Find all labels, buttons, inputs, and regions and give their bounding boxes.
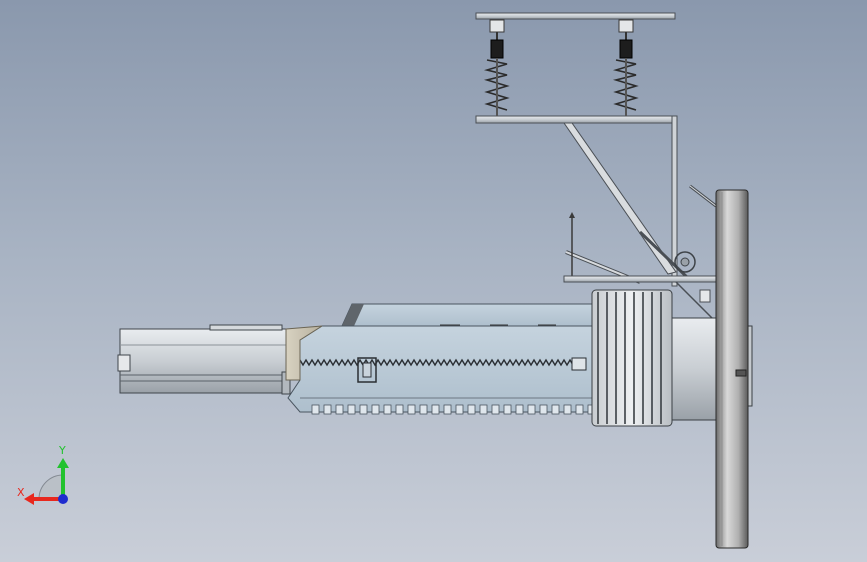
extension-tube: [117, 324, 323, 395]
boom-tooth: [335, 404, 344, 415]
boom-tooth: [395, 404, 404, 415]
chain-bracket: [357, 357, 587, 383]
spring-damper-left: [483, 19, 510, 116]
boom-tooth: [479, 404, 488, 415]
boom-tooth: [419, 404, 428, 415]
suspension-frame: [475, 12, 678, 287]
boom-tooth: [347, 404, 356, 415]
boom-tooth: [527, 404, 536, 415]
boom-tooth: [575, 404, 584, 415]
cutting-disc: [715, 189, 749, 549]
boom-tooth: [551, 404, 560, 415]
boom-tooth: [359, 404, 368, 415]
boom-tooth: [515, 404, 524, 415]
x-axis-label: X: [17, 486, 25, 499]
boom-tooth: [443, 404, 452, 415]
y-axis-label: Y: [58, 444, 66, 457]
boom-tooth: [503, 404, 512, 415]
boom-body: [287, 325, 605, 413]
boom-tooth: [563, 404, 572, 415]
spring-damper-right: [612, 19, 639, 116]
boom-tooth: [467, 404, 476, 415]
boom-tooth: [371, 404, 380, 415]
boom-tooth: [491, 404, 500, 415]
boom-tooth: [455, 404, 464, 415]
boom-tooth: [431, 404, 440, 415]
boom-tooth: [383, 404, 392, 415]
linkage-arms: [563, 122, 719, 319]
bellows-drum: [591, 289, 673, 427]
boom-tooth: [407, 404, 416, 415]
axis-triad: X Y: [17, 444, 69, 505]
boom-tooth: [539, 404, 548, 415]
boom-tooth: [311, 404, 320, 415]
boom-tooth: [323, 404, 332, 415]
boom-upper-plate: [341, 303, 605, 328]
motor-housing: [671, 317, 753, 421]
